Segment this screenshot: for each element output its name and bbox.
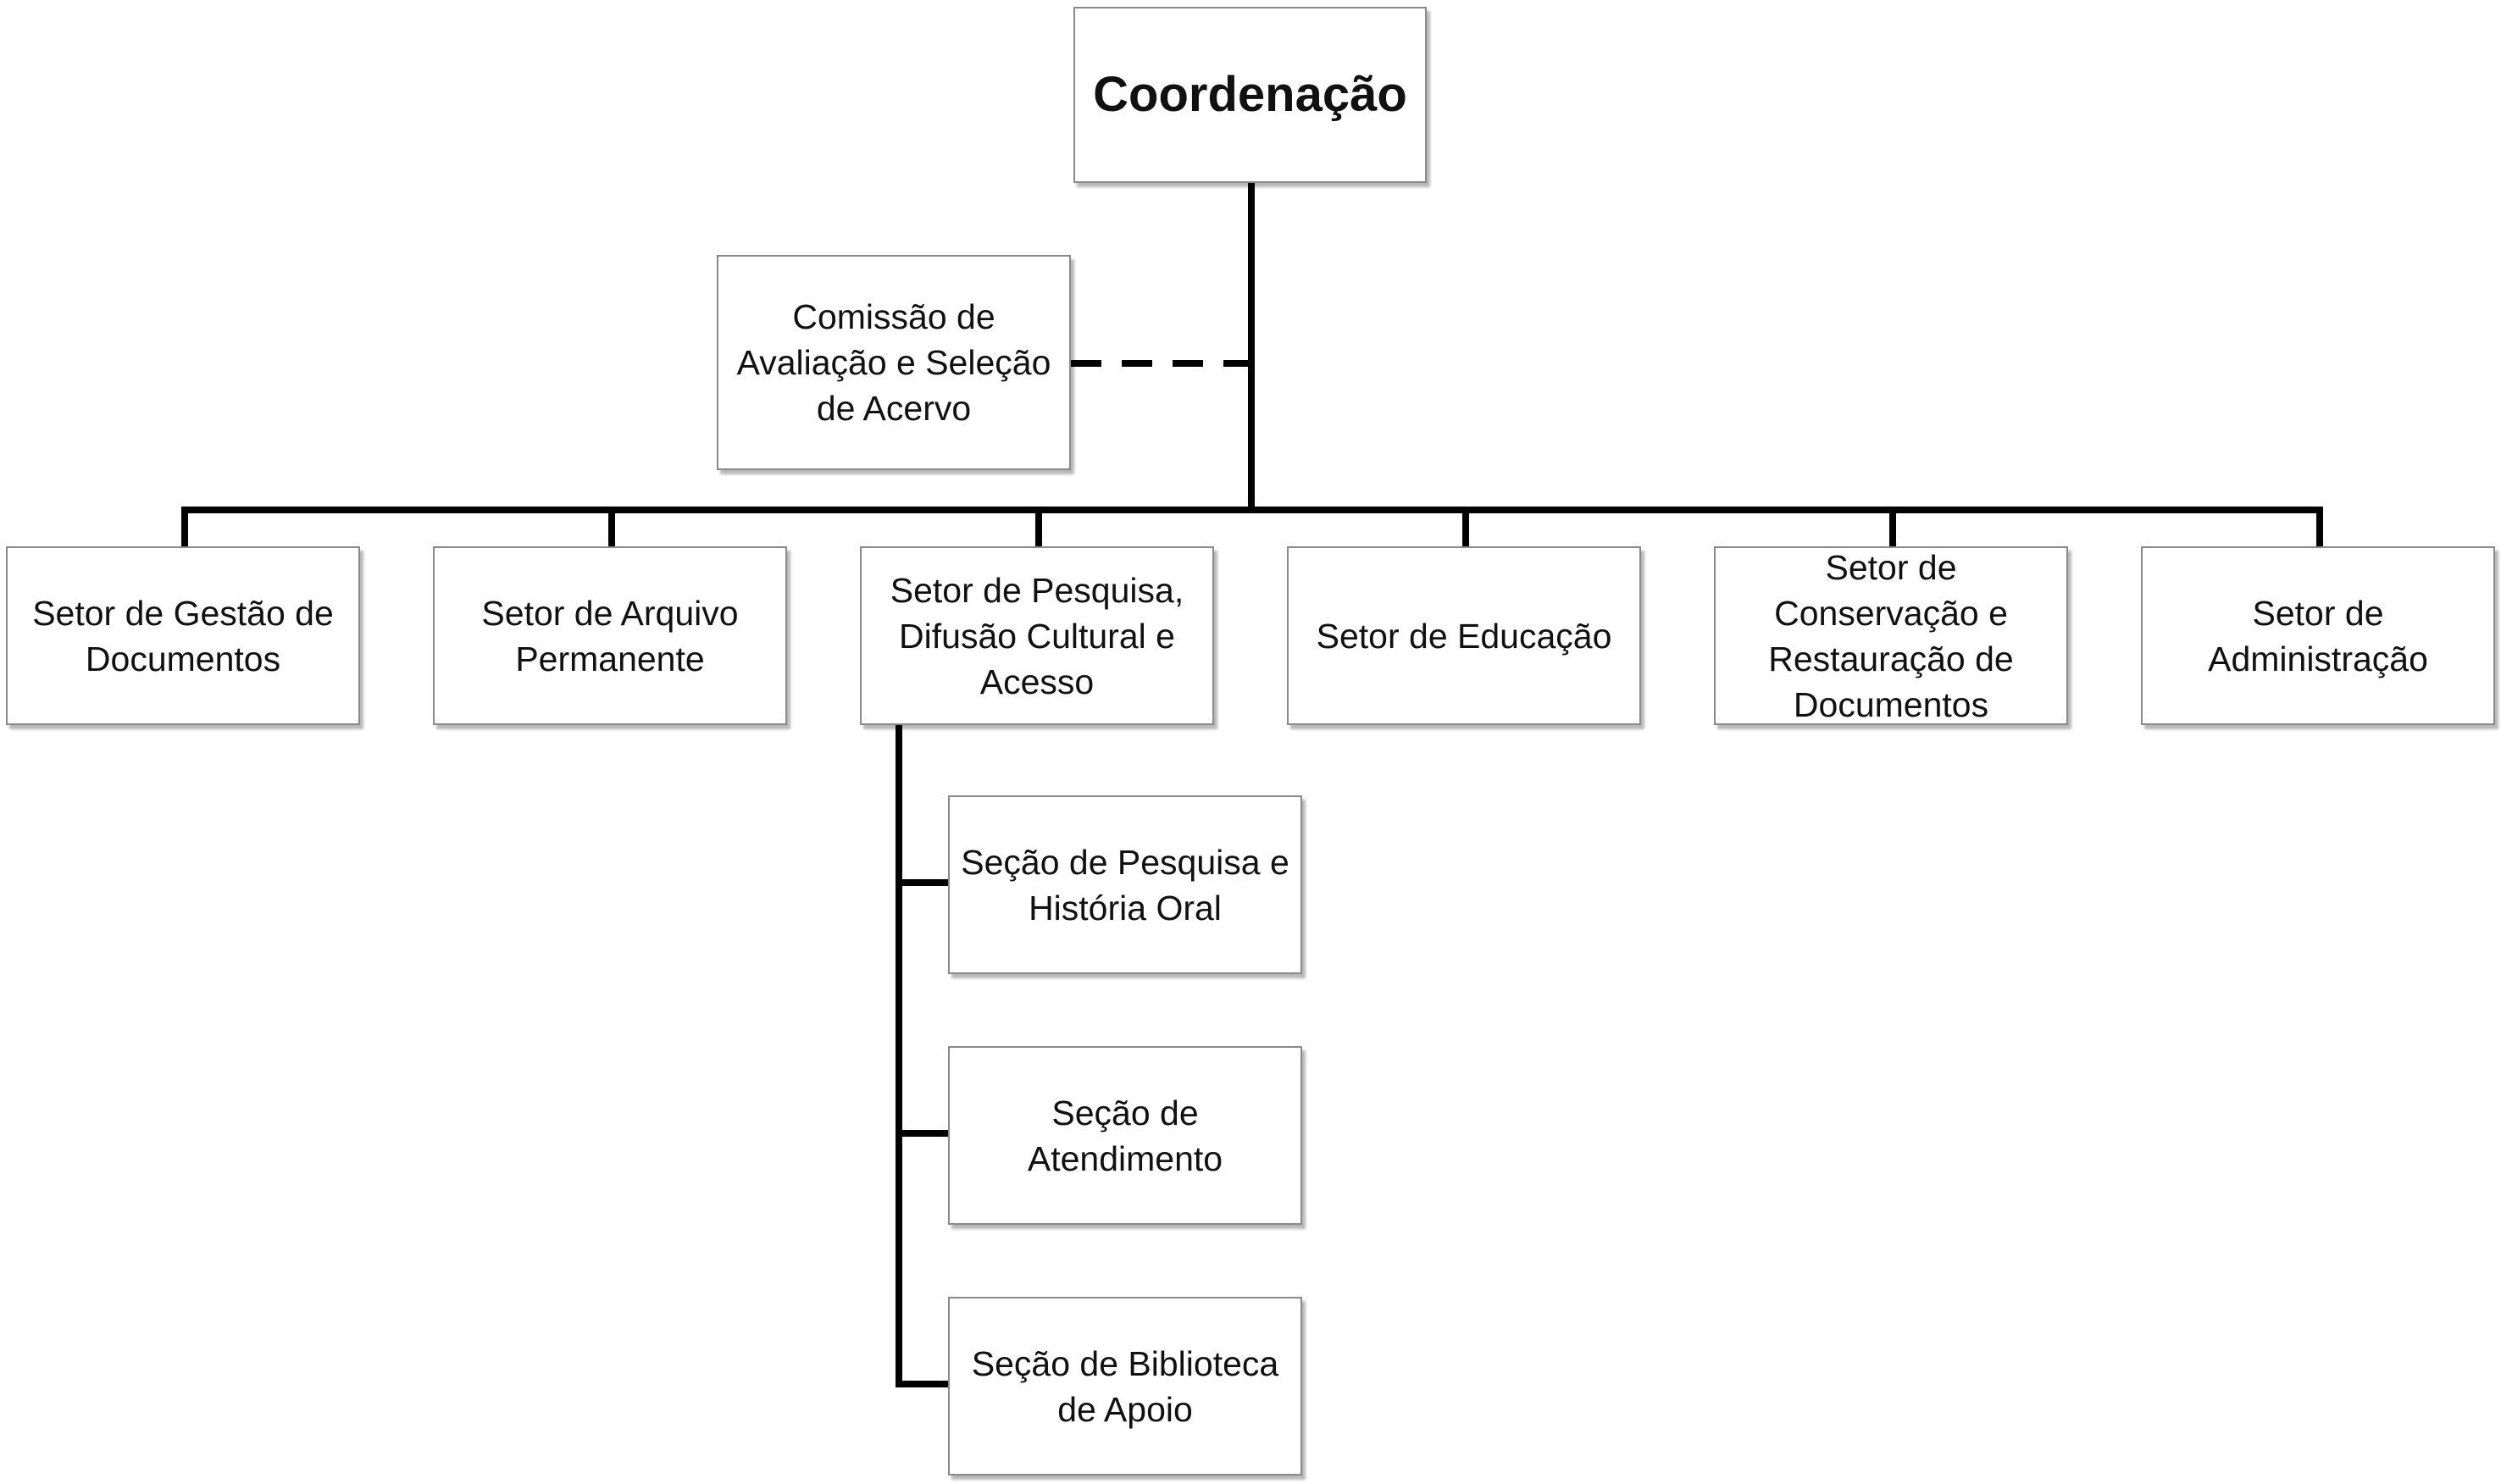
section-box-biblioteca-apoio: Seção de Biblioteca de Apoio xyxy=(948,1297,1302,1476)
advisory-committee-box: Comissão de Avaliação e Seleção de Acerv… xyxy=(717,255,1071,470)
sector-box-arquivo-permanente: Setor de Arquivo Permanente xyxy=(433,546,787,725)
coordenacao-label: Coordenação xyxy=(1093,67,1407,122)
sector-label: Setor de Conservação e Restauração de Do… xyxy=(1768,547,2014,724)
section-box-pesquisa-historia-oral: Seção de Pesquisa e História Oral xyxy=(948,795,1302,974)
coordenacao-box: Coordenação xyxy=(1073,7,1427,183)
sector-box-pesquisa-difusao: Setor de Pesquisa, Difusão Cultural e Ac… xyxy=(860,546,1214,725)
section-label: Seção de Biblioteca de Apoio xyxy=(971,1343,1279,1429)
sector-label: Setor de Pesquisa, Difusão Cultural e Ac… xyxy=(890,570,1184,701)
sector-label: Setor de Educação xyxy=(1316,616,1612,656)
section-label: Seção de Atendimento xyxy=(1027,1093,1223,1178)
section-label: Seção de Pesquisa e História Oral xyxy=(961,842,1289,928)
advisory-committee-label: Comissão de Avaliação e Seleção de Acerv… xyxy=(736,297,1051,428)
sector-label: Setor de Administração xyxy=(2208,593,2428,678)
sector-label: Setor de Gestão de Documentos xyxy=(32,593,334,678)
sector-box-gestao-documentos: Setor de Gestão de Documentos xyxy=(6,546,360,725)
section-box-atendimento: Seção de Atendimento xyxy=(948,1046,1302,1225)
sector-box-administracao: Setor de Administração xyxy=(2141,546,2495,725)
sector-box-educacao: Setor de Educação xyxy=(1287,546,1641,725)
sector-box-conservacao-restauracao: Setor de Conservação e Restauração de Do… xyxy=(1714,546,2068,725)
sector-label: Setor de Arquivo Permanente xyxy=(481,593,739,678)
